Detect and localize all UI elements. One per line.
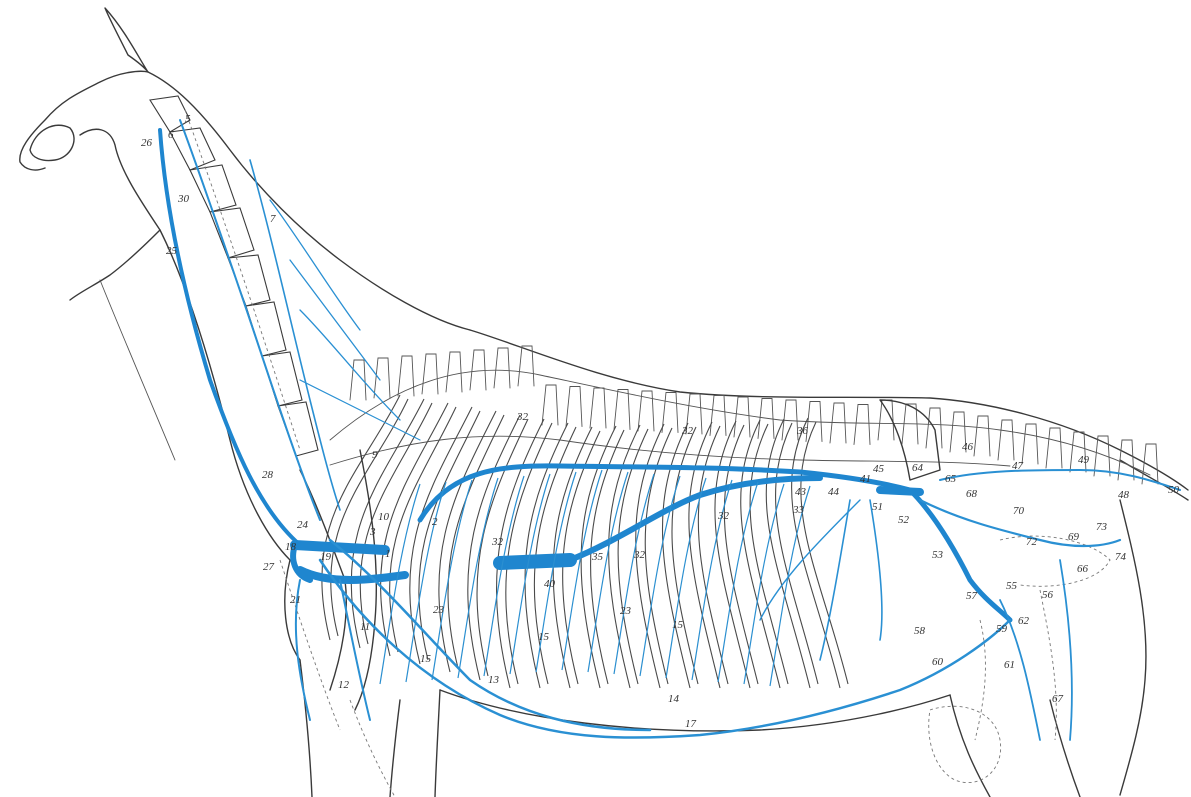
label: 67 xyxy=(1052,693,1064,705)
horse-body-outline xyxy=(20,8,1188,797)
spinous-process xyxy=(662,393,678,433)
label: 33 xyxy=(792,504,805,516)
label: 49 xyxy=(1078,454,1090,466)
spinous-process xyxy=(1070,432,1086,472)
label: 52 xyxy=(898,514,910,526)
spinous-process xyxy=(470,350,486,390)
spinous-process xyxy=(422,354,438,394)
label: 32 xyxy=(516,411,529,423)
label: 58 xyxy=(914,625,926,637)
label: 59 xyxy=(996,623,1008,635)
label: 9 xyxy=(372,449,378,461)
label: 10 xyxy=(378,511,390,523)
label: 61 xyxy=(1004,659,1015,671)
label: 65 xyxy=(945,473,957,485)
rib xyxy=(724,425,758,684)
label: 36 xyxy=(796,425,809,437)
label: 11 xyxy=(360,621,370,633)
spinous-process xyxy=(854,405,870,445)
label: 73 xyxy=(1096,521,1108,533)
rib xyxy=(506,423,552,684)
label: 46 xyxy=(962,441,974,453)
label: 24 xyxy=(297,519,309,531)
label: 15 xyxy=(672,619,684,631)
spinous-process xyxy=(1046,428,1062,468)
intercostal-vein xyxy=(770,486,810,686)
label: 25 xyxy=(166,245,178,257)
label: 50 xyxy=(1168,484,1180,496)
spinous-process xyxy=(566,387,582,427)
label: 72 xyxy=(1026,536,1038,548)
label: 74 xyxy=(1115,551,1127,563)
rib xyxy=(360,403,432,644)
label: 32 xyxy=(491,536,504,548)
label: 1 xyxy=(385,548,391,560)
label: 62 xyxy=(1018,615,1030,627)
spinous-process xyxy=(494,348,510,388)
label: 56 xyxy=(1042,589,1054,601)
label: 14 xyxy=(668,693,680,705)
label: 41 xyxy=(860,473,871,485)
spinous-process xyxy=(446,352,462,392)
label: 32 xyxy=(681,425,694,437)
label: 69 xyxy=(1068,531,1080,543)
label: 43 xyxy=(795,486,807,498)
label: 47 xyxy=(1012,460,1024,472)
label: 12 xyxy=(338,679,350,691)
spinous-process xyxy=(782,400,798,440)
spinous-process xyxy=(998,420,1014,460)
label: 19 xyxy=(320,551,332,563)
label: 53 xyxy=(932,549,944,561)
label: 64 xyxy=(912,462,924,474)
intercostal-vein xyxy=(588,472,628,672)
label: 32 xyxy=(633,549,646,561)
rib xyxy=(689,422,720,688)
label: 45 xyxy=(873,463,885,475)
spinous-process xyxy=(614,390,630,430)
label: 66 xyxy=(1077,563,1089,575)
label: 7 xyxy=(270,213,276,225)
label: 2 xyxy=(432,516,438,528)
label: 15 xyxy=(420,653,432,665)
label: 3 xyxy=(369,526,376,538)
spinous-process xyxy=(1022,424,1038,464)
label: 48 xyxy=(1118,489,1130,501)
label: 28 xyxy=(262,469,274,481)
label: 57 xyxy=(966,590,978,602)
label: 5 xyxy=(185,113,191,125)
label: 21 xyxy=(290,594,301,606)
rib xyxy=(715,421,750,688)
spinous-process xyxy=(542,385,558,425)
label: 70 xyxy=(1013,505,1025,517)
rib xyxy=(497,419,544,688)
label: 15 xyxy=(538,631,550,643)
label: 68 xyxy=(966,488,978,500)
spinous-process xyxy=(734,397,750,437)
pelvis-hip xyxy=(880,400,1110,783)
label: 27 xyxy=(263,561,275,573)
label: 26 xyxy=(141,137,153,149)
spinous-process xyxy=(518,346,534,386)
label: 17 xyxy=(685,718,697,730)
rib xyxy=(331,399,408,636)
label: 55 xyxy=(1006,580,1018,592)
label: 60 xyxy=(932,656,944,668)
label: 23 xyxy=(620,605,632,617)
label: 40 xyxy=(544,578,556,590)
rib xyxy=(776,423,818,684)
label: 23 xyxy=(433,604,445,616)
label: 51 xyxy=(872,501,883,513)
spinous-process xyxy=(374,358,390,398)
label: 44 xyxy=(828,486,840,498)
spinous-process xyxy=(590,388,606,428)
label: 18 xyxy=(285,541,297,553)
label: 32 xyxy=(717,510,730,522)
label: 35 xyxy=(591,551,604,563)
spinous-process xyxy=(974,416,990,456)
label: 6 xyxy=(168,129,174,141)
label: 30 xyxy=(177,193,190,205)
cervical-vertebrae xyxy=(150,96,318,456)
label: 13 xyxy=(488,674,500,686)
